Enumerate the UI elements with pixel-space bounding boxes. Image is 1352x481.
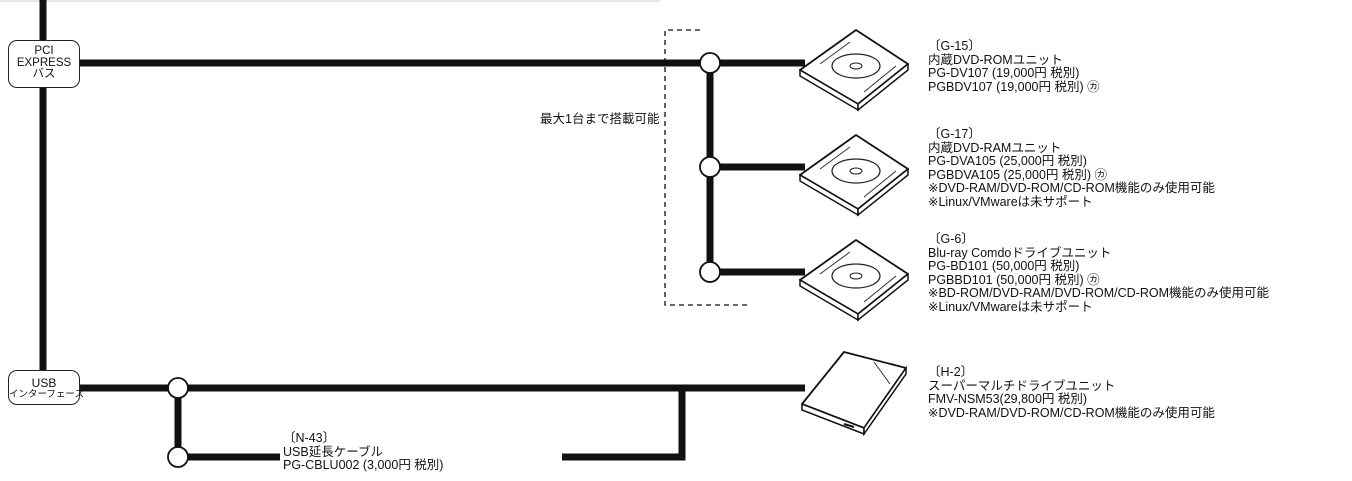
- device-name: スーパーマルチドライブユニット: [928, 378, 1116, 393]
- device-note: ※DVD-RAM/DVD-ROM/CD-ROM機能のみ使用可能: [928, 405, 1215, 420]
- device-label-g17: 〔G-17〕 内蔵DVD-RAMユニット PG-DVA105 (25,000円 …: [928, 127, 1215, 209]
- max-units-note: 最大1台まで搭載可能: [540, 112, 660, 126]
- device-label-h2: 〔H-2〕 スーパーマルチドライブユニット FMV-NSM53(29,800円 …: [928, 365, 1215, 420]
- usb-cable-return: [562, 388, 686, 461]
- junction-node: [699, 52, 721, 74]
- optical-drive-icon: [799, 29, 909, 112]
- device-code: 〔G-17〕: [928, 127, 981, 141]
- device-price: PGBDVA105 (25,000円 税別) ㋕: [928, 167, 1108, 182]
- device-code: 〔G-6〕: [928, 232, 974, 246]
- device-name: 内蔵DVD-RAMユニット: [928, 140, 1062, 155]
- cable-label-n43: 〔N-43〕 USB延長ケーブル PG-CBLU002 (3,000円 税別): [283, 431, 444, 473]
- device-price: PG-DV107 (19,000円 税別): [928, 66, 1080, 80]
- cable-code: 〔N-43〕: [283, 431, 336, 445]
- device-note: ※BD-ROM/DVD-RAM/DVD-ROM/CD-ROM機能のみ使用可能: [928, 286, 1270, 300]
- cable-price: PG-CBLU002 (3,000円 税別): [283, 458, 444, 472]
- usb-bus-label-1: USB: [31, 376, 57, 390]
- external-drive-icon: [801, 351, 907, 437]
- optical-drive-icon: [799, 134, 909, 217]
- device-price: PGBDV107 (19,000円 税別) ㋕: [928, 79, 1100, 94]
- pci-bus-label-1: PCI: [34, 45, 54, 57]
- device-note: ※Linux/VMwareは未サポート: [928, 299, 1093, 314]
- device-code: 〔H-2〕: [928, 365, 974, 379]
- cable-name: USB延長ケーブル: [283, 444, 383, 459]
- device-price: FMV-NSM53(29,800円 税別): [928, 392, 1088, 406]
- device-label-g6: 〔G-6〕 Blu-ray Comdoドライブユニット PG-BD101 (50…: [928, 232, 1270, 314]
- device-price: PG-BD101 (50,000円 税別): [928, 259, 1080, 273]
- device-note: ※Linux/VMwareは未サポート: [928, 194, 1093, 209]
- optical-drive-icon: [799, 239, 909, 322]
- junction-node: [699, 156, 721, 178]
- usb-interface-box: USB インターフェース: [8, 370, 84, 405]
- junction-node: [699, 261, 721, 283]
- device-price: PGBBD101 (50,000円 税別) ㋕: [928, 272, 1100, 287]
- pci-express-bus-box: PCI EXPRESS バス: [8, 40, 80, 88]
- device-name: Blu-ray Comdoドライブユニット: [928, 245, 1112, 260]
- pci-bus-label-2: EXPRESS: [16, 56, 72, 69]
- junction-node: [167, 377, 189, 399]
- junction-node: [167, 446, 189, 468]
- device-note: ※DVD-RAM/DVD-ROM/CD-ROM機能のみ使用可能: [928, 181, 1215, 195]
- device-name: 内蔵DVD-ROMユニット: [928, 52, 1063, 67]
- limit-bracket: [664, 29, 750, 306]
- usb-bus-label-2: インターフェース: [9, 389, 84, 400]
- pci-bus-label-3: バス: [32, 68, 56, 80]
- device-code: 〔G-15〕: [928, 39, 981, 53]
- device-label-g15: 〔G-15〕 内蔵DVD-ROMユニット PG-DV107 (19,000円 税…: [928, 39, 1100, 94]
- device-price: PG-DVA105 (25,000円 税別): [928, 154, 1087, 168]
